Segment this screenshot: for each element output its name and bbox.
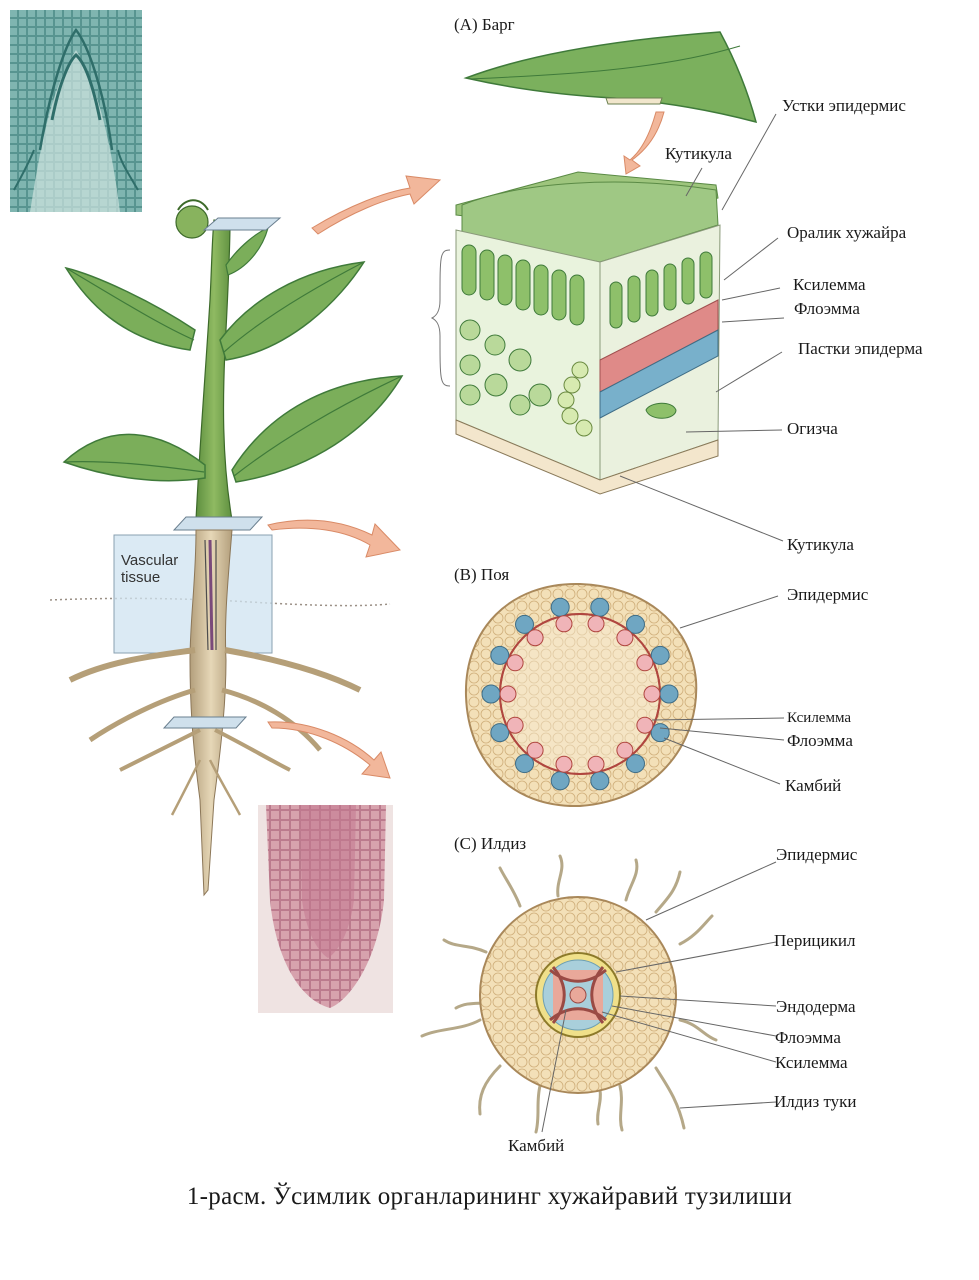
stem-phloem-cell	[625, 614, 645, 634]
stem-xylem-cell	[499, 685, 517, 703]
label-lower-epidermis: Пастки эпидерма	[798, 339, 923, 358]
root-section-title: (C) Илдиз	[454, 834, 527, 853]
stem-phloem-cell	[650, 645, 670, 665]
stem-phloem-cell	[515, 754, 535, 774]
label-stem-epidermis: Эпидермис	[787, 585, 869, 604]
stem-xylem-cell	[555, 755, 573, 773]
stem-xylem-cell	[643, 685, 661, 703]
stem-phloem-cell	[515, 614, 535, 634]
label-pericycle: Перицикил	[774, 931, 856, 950]
stem-xylem-cell	[555, 615, 573, 633]
vascular-label-line-2: tissue	[121, 569, 161, 587]
stem-xylem-cell	[616, 741, 634, 759]
stem-phloem-cell	[490, 645, 510, 665]
root-leader-lines	[541, 861, 777, 1133]
stem-xylem-cell	[616, 629, 634, 647]
label-cuticle-top: Кутикула	[665, 144, 732, 163]
stem-xylem-cell	[526, 629, 544, 647]
label-endodermis: Эндодерма	[776, 997, 856, 1016]
vascular-tissue-label: Vascular tissue	[121, 552, 178, 587]
stem-phloem-cell	[659, 684, 679, 704]
plant-illustration	[49, 199, 404, 897]
stem-section-title: (B) Поя	[454, 565, 510, 584]
root-diagram	[420, 854, 718, 1134]
stem-xylem-cell	[587, 755, 605, 773]
section-arrows	[267, 111, 665, 779]
leaf-section-title: (A) Барг	[454, 15, 515, 34]
stem-phloem-cell	[590, 771, 610, 791]
root-tip-micrograph	[258, 805, 393, 1013]
stem-xylem-cell	[526, 741, 544, 759]
stem-phloem-cell	[625, 754, 645, 774]
label-root-cambium: Камбий	[508, 1136, 565, 1155]
stem-xylem-cell	[636, 716, 654, 734]
label-stem-phloem: Флоэмма	[787, 731, 853, 750]
label-leaf-phloem: Флоэмма	[794, 299, 860, 318]
label-leaf-xylem: Ксилемма	[793, 275, 866, 294]
label-cuticle-bottom: Кутикула	[787, 535, 854, 554]
label-stem-cambium: Камбий	[785, 776, 842, 795]
stem-diagram	[464, 582, 698, 808]
stem-phloem-cell	[590, 597, 610, 617]
stem-xylem-cell	[506, 716, 524, 734]
label-stomata-epidermis: Устки эпидермис	[782, 96, 906, 115]
stem-phloem-cell	[550, 597, 570, 617]
stem-xylem-cell	[506, 654, 524, 672]
label-stoma: Огизча	[787, 419, 838, 438]
stem-phloem-cell	[481, 684, 501, 704]
stem-xylem-cell	[587, 615, 605, 633]
vascular-label-line-1: Vascular	[121, 552, 179, 569]
leaf-leader-lines	[619, 113, 785, 542]
label-root-epidermis: Эпидермис	[776, 845, 858, 864]
label-root-xylem: Ксилемма	[775, 1053, 848, 1072]
label-stem-xylem: Ксилемма	[787, 710, 851, 726]
stem-phloem-cell	[550, 771, 570, 791]
stem-leader-lines	[651, 595, 785, 785]
figure-caption: 1-расм. Ўсимлик органларининг хужайравий…	[186, 1183, 793, 1210]
stem-xylem-cell	[636, 654, 654, 672]
leaf-diagram	[430, 31, 758, 495]
label-intercellular: Оралик хужайра	[787, 223, 907, 242]
label-root-hair: Илдиз туки	[774, 1092, 857, 1111]
label-root-phloem: Флоэмма	[775, 1028, 841, 1047]
shoot-apex-micrograph	[10, 10, 142, 212]
stem-phloem-cell	[490, 723, 510, 743]
